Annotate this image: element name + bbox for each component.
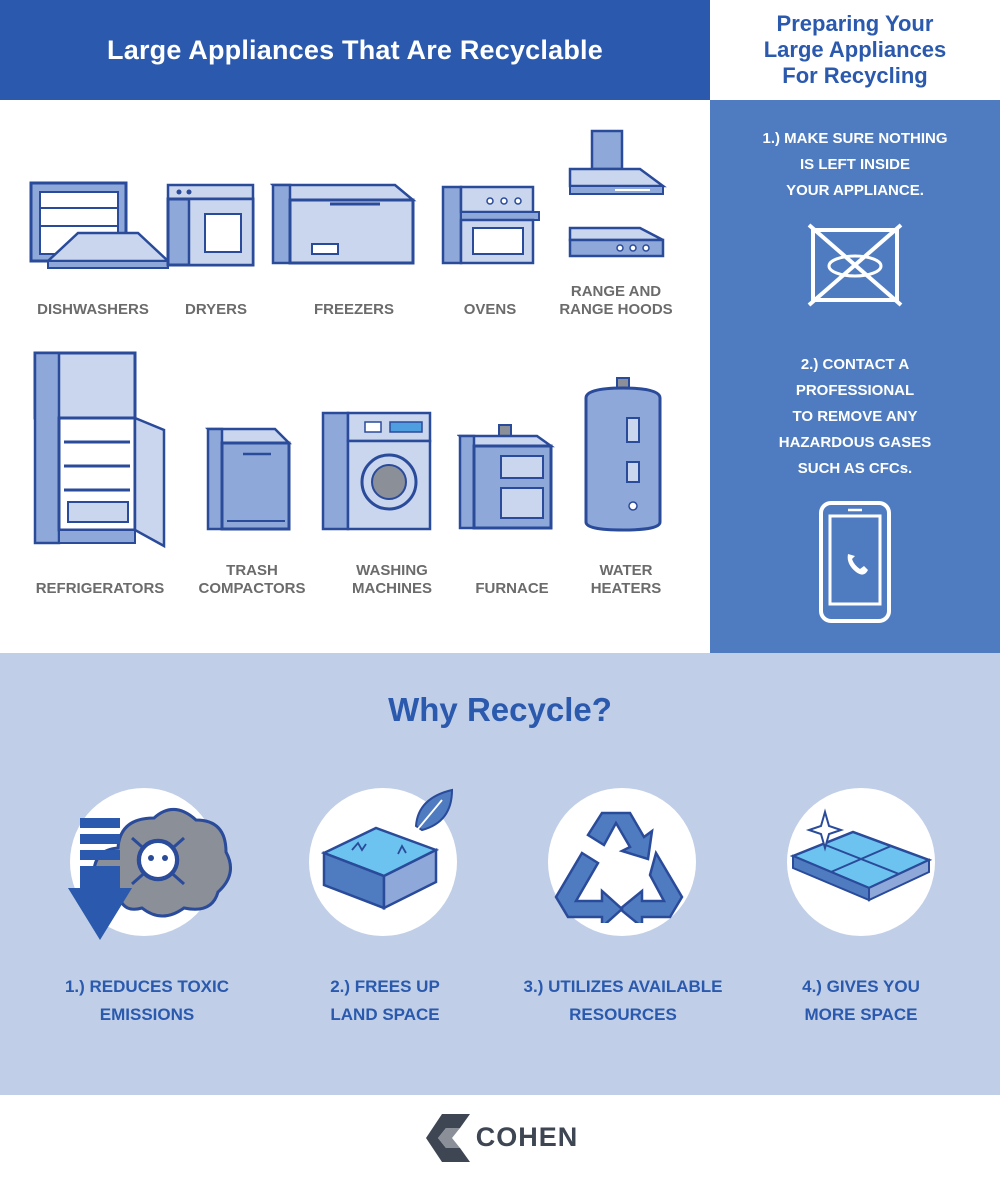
refrigerator-icon — [33, 351, 166, 549]
washing-machine-icon — [321, 411, 432, 531]
appliance-label: WATER HEATERS — [590, 562, 662, 597]
main-header: Large Appliances That Are Recyclable — [0, 0, 710, 100]
oven-icon — [441, 185, 540, 265]
trash-compactor-icon — [205, 427, 293, 531]
empty-crossed-box-icon — [807, 223, 903, 307]
sparkle-floor-icon — [789, 808, 933, 902]
appliance-label: DRYERS — [185, 301, 247, 318]
reason-label: 3.) UTILIZES AVAILABLE RESOURCES — [523, 977, 723, 1024]
prep-step: 2.) CONTACT A PROFESSIONAL TO REMOVE ANY… — [778, 356, 932, 477]
why-recycle-section: Why Recycle? ✕✕ 1.) REDUCES TOXIC EMISSI… — [0, 653, 1000, 1095]
appliance-label: DISHWASHERS — [37, 301, 149, 318]
brand-name: COHEN — [475, 1122, 579, 1152]
appliance-label: RANGE AND RANGE HOODS — [559, 283, 673, 318]
dryer-icon — [166, 183, 255, 267]
reason-label: 2.) FREES UP LAND SPACE — [330, 977, 440, 1024]
dishwasher-icon — [29, 181, 172, 269]
appliance-label: FURNACE — [475, 580, 549, 597]
water-heater-icon — [584, 377, 662, 532]
furnace-icon — [457, 424, 555, 530]
appliance-label: OVENS — [463, 301, 517, 318]
cohen-logo-icon — [425, 1113, 470, 1162]
appliances-panel: DISHWASHERS DRYERS FREEZERS OVENS — [0, 100, 710, 653]
page-title: Large Appliances That Are Recyclable — [107, 34, 603, 65]
footer: COHEN — [0, 1095, 1000, 1180]
appliance-label: FREEZERS — [313, 301, 395, 318]
appliance-label: REFRIGERATORS — [35, 580, 165, 597]
prep-steps-panel: 1.) MAKE SURE NOTHING IS LEFT INSIDE YOU… — [710, 100, 1000, 653]
phone-icon — [819, 501, 891, 623]
side-title: Preparing Your Large Appliances For Recy… — [763, 11, 947, 88]
reason-label: 1.) REDUCES TOXIC EMISSIONS — [64, 977, 230, 1024]
side-header: Preparing Your Large Appliances For Recy… — [710, 0, 1000, 100]
brand[interactable]: COHEN — [422, 1112, 579, 1164]
why-title: Why Recycle? — [388, 691, 612, 728]
land-leaf-icon — [320, 788, 454, 911]
reason-label: 4.) GIVES YOU MORE SPACE — [802, 977, 920, 1024]
prep-step: 1.) MAKE SURE NOTHING IS LEFT INSIDE YOU… — [762, 130, 948, 199]
range-hood-icon — [568, 129, 667, 258]
recycle-icon — [554, 811, 684, 923]
appliance-label: TRASH COMPACTORS — [198, 562, 306, 597]
appliance-label: WASHING MACHINES — [351, 562, 433, 597]
toxic-cloud-icon: ✕✕ — [68, 808, 232, 940]
freezer-icon — [270, 183, 417, 265]
